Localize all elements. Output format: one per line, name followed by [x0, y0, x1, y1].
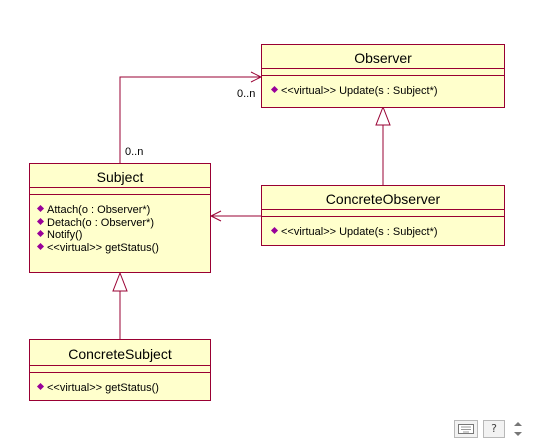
keyboard-glyph — [458, 424, 474, 434]
keyboard-icon[interactable] — [454, 420, 478, 438]
class-concreteobserver[interactable]: ConcreteObserver <<virtual>> Update(s : … — [261, 185, 505, 246]
help-icon[interactable]: ? — [483, 420, 505, 438]
operation: <<virtual>> getStatus() — [38, 382, 210, 395]
class-subject[interactable]: Subject Attach(o : Observer*) Detach(o :… — [29, 163, 211, 273]
association-concreteobserver-subject — [209, 210, 261, 222]
class-attributes-compartment — [262, 69, 504, 76]
operation: <<virtual>> getStatus() — [38, 242, 210, 255]
class-name: Subject — [30, 164, 210, 188]
multiplicity-subject-end: 0..n — [125, 146, 144, 158]
class-operations-compartment: Attach(o : Observer*) Detach(o : Observe… — [30, 195, 210, 254]
class-name: ConcreteObserver — [262, 186, 504, 210]
class-attributes-compartment — [30, 366, 210, 373]
operation: <<virtual>> Update(s : Subject*) — [272, 85, 504, 98]
resize-grip-icon[interactable] — [509, 420, 527, 438]
generalization-concreteobserver-observer — [375, 105, 391, 185]
class-observer[interactable]: Observer <<virtual>> Update(s : Subject*… — [261, 44, 505, 108]
grip-glyph — [514, 422, 522, 436]
operation: <<virtual>> Update(s : Subject*) — [272, 226, 504, 239]
operation: Attach(o : Observer*) — [38, 204, 210, 217]
class-concretesubject[interactable]: ConcreteSubject <<virtual>> getStatus() — [29, 339, 211, 401]
operation: Detach(o : Observer*) — [38, 217, 210, 230]
class-operations-compartment: <<virtual>> getStatus() — [30, 373, 210, 395]
class-name: Observer — [262, 45, 504, 69]
generalization-concretesubject-subject — [112, 271, 128, 339]
operation: Notify() — [38, 229, 210, 242]
class-name: ConcreteSubject — [30, 340, 210, 366]
class-attributes-compartment — [262, 210, 504, 217]
class-operations-compartment: <<virtual>> Update(s : Subject*) — [262, 76, 504, 98]
class-attributes-compartment — [30, 188, 210, 195]
class-operations-compartment: <<virtual>> Update(s : Subject*) — [262, 217, 504, 239]
multiplicity-observer-end: 0..n — [237, 88, 256, 100]
